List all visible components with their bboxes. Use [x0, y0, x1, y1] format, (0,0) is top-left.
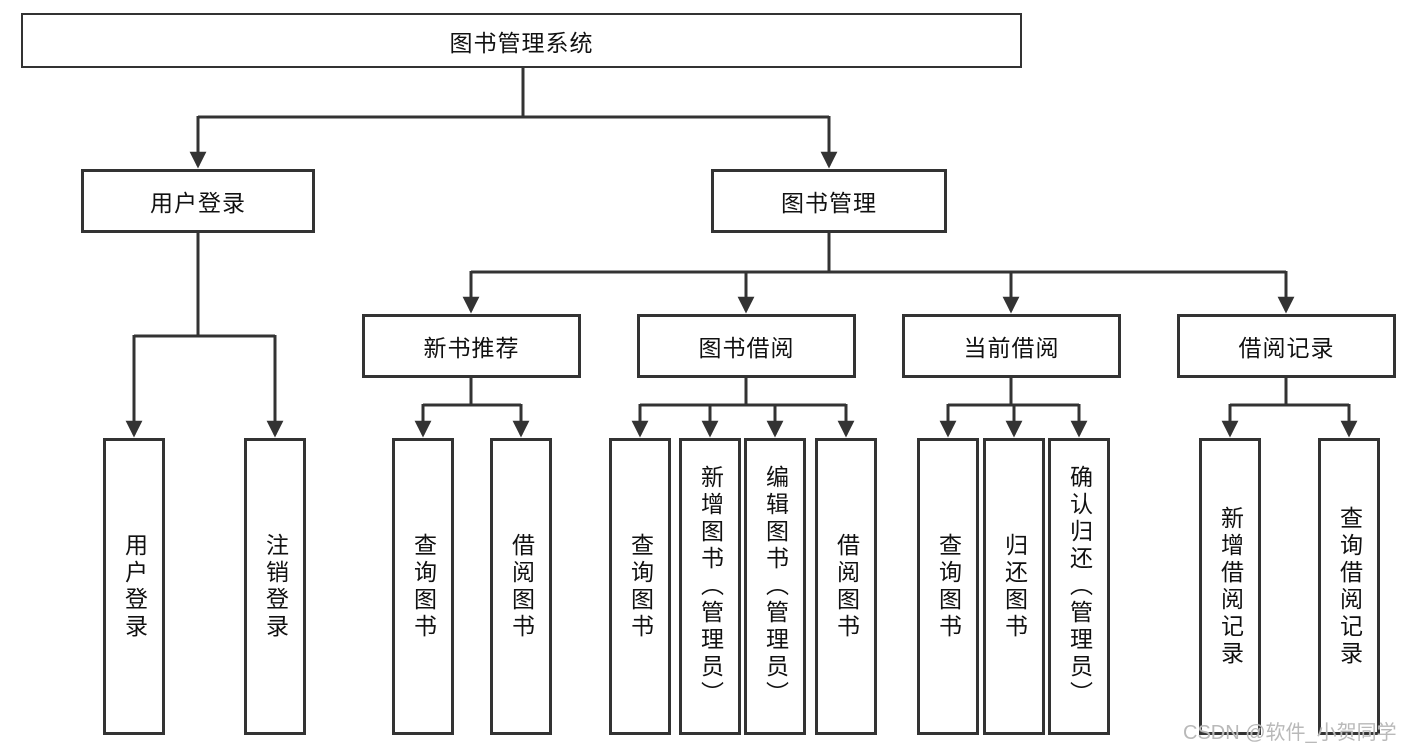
node-book-borrowing: 图书借阅: [637, 314, 856, 378]
leaf-current-confirm-return-admin: 确认归还（管理员）: [1048, 438, 1110, 735]
node-user-login: 用户登录: [81, 169, 315, 233]
csdn-watermark: CSDN @软件_小贺同学: [1183, 722, 1397, 744]
leaf-current-query-books: 查询图书: [917, 438, 979, 735]
leaf-logout: 注销登录: [244, 438, 306, 735]
node-borrowing-records: 借阅记录: [1177, 314, 1396, 378]
node-book-management: 图书管理: [711, 169, 947, 233]
leaf-borrow-add-books-admin: 新增图书（管理员）: [679, 438, 741, 735]
leaf-borrow-edit-books-admin: 编辑图书（管理员）: [744, 438, 806, 735]
node-new-book-recommendation: 新书推荐: [362, 314, 581, 378]
leaf-new-borrow-books: 借阅图书: [490, 438, 552, 735]
leaf-borrow-query-books: 查询图书: [609, 438, 671, 735]
node-current-borrowing: 当前借阅: [902, 314, 1121, 378]
leaf-current-return-books: 归还图书: [983, 438, 1045, 735]
leaf-new-query-books: 查询图书: [392, 438, 454, 735]
leaf-borrow-borrow-books: 借阅图书: [815, 438, 877, 735]
leaf-records-add-record: 新增借阅记录: [1199, 438, 1261, 735]
node-library-management-system: 图书管理系统: [21, 13, 1022, 68]
leaf-records-query-record: 查询借阅记录: [1318, 438, 1380, 735]
leaf-user-login: 用户登录: [103, 438, 165, 735]
